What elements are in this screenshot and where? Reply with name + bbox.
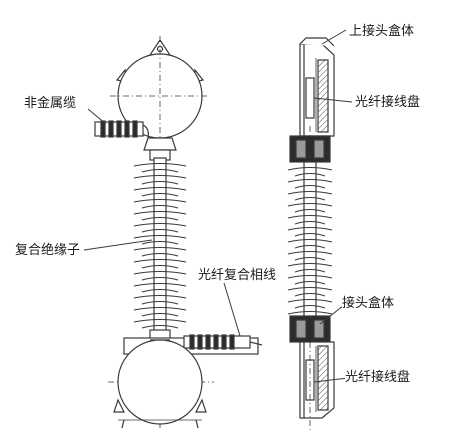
insulator-shed (133, 223, 187, 227)
insulator-shed (294, 305, 326, 309)
insulator-shed (287, 215, 333, 219)
leader-lower-fiber-tray (313, 377, 349, 383)
insulator-shed (133, 235, 187, 239)
insulator-shed (133, 175, 187, 179)
label-composite-insulator: 复合绝缘子 (15, 243, 81, 258)
upper-fiber-tray (305, 77, 315, 119)
insulator-shed (287, 179, 333, 183)
insulator-shed (133, 211, 187, 215)
leader-upper-junction-box (321, 29, 347, 45)
insulator-shed (141, 205, 179, 209)
insulator-shed (287, 311, 333, 315)
insulator-shed (141, 313, 179, 317)
insulator-shed (141, 217, 179, 221)
right-insulator-sheds (287, 167, 333, 315)
insulator-shed (287, 203, 333, 207)
insulator-shed (141, 169, 179, 173)
label-lower-junction-box: 接头盒体 (342, 296, 395, 311)
right-section-assembly (287, 37, 335, 430)
insulator-shed (294, 245, 326, 249)
insulator-shed (294, 185, 326, 189)
leader-composite-insulator (83, 239, 153, 251)
label-nonmetallic-cable: 非金属缆 (24, 96, 77, 111)
insulator-shed (141, 229, 179, 233)
insulator-shed (287, 287, 333, 291)
lower-grading-ring (117, 339, 203, 425)
insulator-shed (133, 271, 187, 275)
leader-upper-fiber-tray (313, 97, 353, 103)
insulator-shed (294, 197, 326, 201)
insulator-shed (141, 265, 179, 269)
label-upper-junction-box: 上接头盒体 (349, 24, 415, 39)
insulator-shed (294, 221, 326, 225)
insulator-shed (133, 295, 187, 299)
insulator-shed (133, 247, 187, 251)
left-insulator-sheds (133, 163, 187, 329)
leader-nonmetallic-cable (87, 108, 107, 125)
insulator-shed (141, 241, 179, 245)
insulator-shed (141, 301, 179, 305)
insulator-shed (294, 233, 326, 237)
insulator-shed (133, 259, 187, 263)
insulator-shed (141, 181, 179, 185)
insulator-shed (133, 187, 187, 191)
insulator-shed (294, 293, 326, 297)
insulator-shed (294, 281, 326, 285)
insulator-shed (141, 325, 179, 329)
insulator-shed (287, 191, 333, 195)
label-opgw-phase-line: 光纤复合相线 (198, 268, 277, 283)
insulator-shed (287, 263, 333, 267)
insulator-shed (141, 193, 179, 197)
insulator-shed (294, 257, 326, 261)
insulator-shed (133, 163, 187, 167)
insulator-shed (141, 277, 179, 281)
label-upper-fiber-tray: 光纤接线盘 (355, 95, 421, 110)
insulator-shed (287, 299, 333, 303)
insulator-shed (287, 239, 333, 243)
left-assembly (94, 36, 263, 430)
leader-opgw-phase-line (223, 282, 241, 337)
insulator-shed (133, 283, 187, 287)
label-lower-fiber-tray: 光纤接线盘 (345, 370, 411, 385)
insulator-shed (287, 251, 333, 255)
insulator-shed (287, 275, 333, 279)
insulator-shed (294, 269, 326, 273)
insulator-shed (133, 199, 187, 203)
insulator-shed (287, 167, 333, 171)
upper-junction-box-body (299, 43, 335, 137)
insulator-shed (287, 227, 333, 231)
insulator-shed (133, 319, 187, 323)
insulator-shed (294, 209, 326, 213)
insulator-shed (141, 289, 179, 293)
insulator-shed (294, 173, 326, 177)
insulator-shed (141, 253, 179, 257)
insulator-shed (133, 307, 187, 311)
